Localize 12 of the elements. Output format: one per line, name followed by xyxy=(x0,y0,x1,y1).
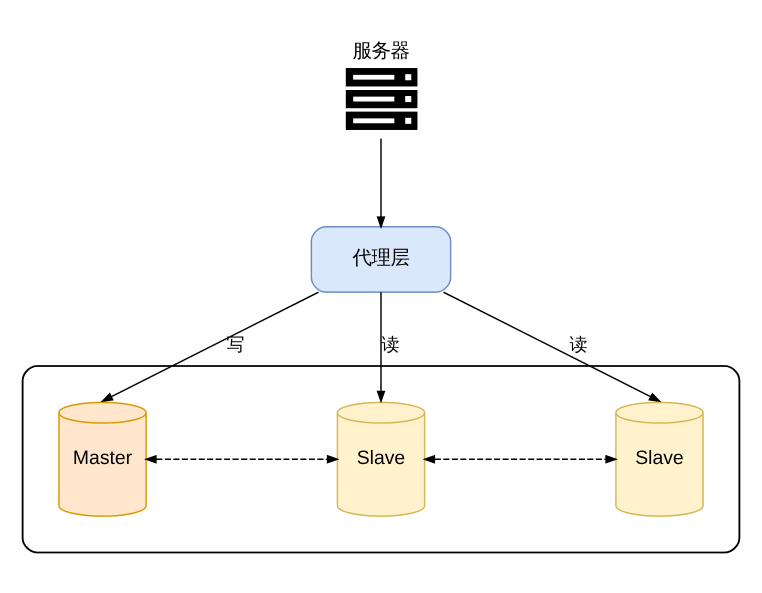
arrow xyxy=(100,291,319,402)
node-box: 代理层 xyxy=(310,226,452,292)
node-label: 服务器 xyxy=(352,40,410,62)
arrow xyxy=(422,454,618,464)
edge-label: 写 xyxy=(226,334,245,354)
arrow xyxy=(144,454,340,464)
arrow xyxy=(376,292,386,403)
arrow xyxy=(376,138,386,228)
cluster xyxy=(22,364,740,553)
arrow xyxy=(443,291,662,402)
edge-label: 读 xyxy=(569,334,588,354)
edge-label: 读 xyxy=(382,334,400,354)
